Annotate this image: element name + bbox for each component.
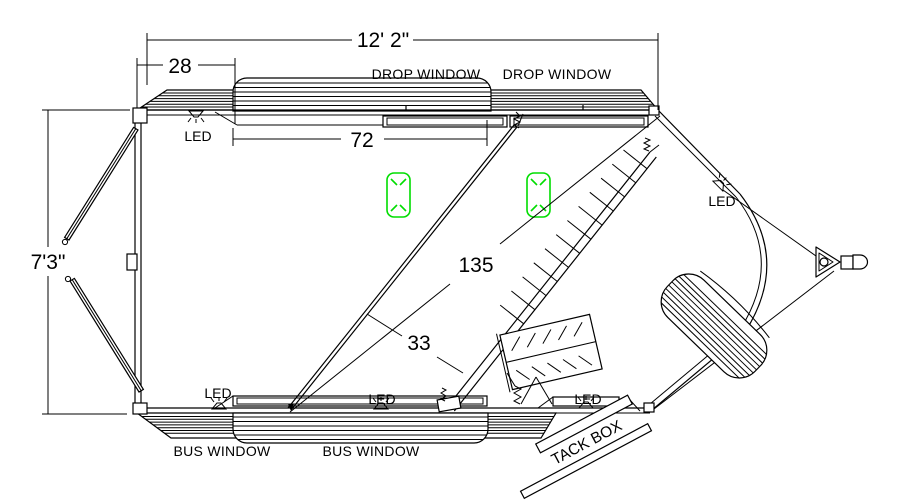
- led-label-top-left: LED: [184, 128, 211, 144]
- led-label-bottom-center: LED: [368, 391, 395, 407]
- dim-divider-spacing-text: 33: [407, 332, 430, 355]
- dim-overall-length: 12' 2": [146, 29, 659, 110]
- dim-rear-section: 28: [136, 55, 236, 124]
- bus-window-overlay: [232, 412, 489, 444]
- gooseneck-coupler: [815, 246, 869, 278]
- dim-overall-length-text: 12' 2": [357, 29, 409, 52]
- dim-divider-length-text: 135: [458, 254, 493, 277]
- divider-spacing-leader: [366, 313, 464, 374]
- bus-window-left-label: BUS WINDOW: [173, 443, 271, 459]
- drop-window-right-label: DROP WINDOW: [503, 66, 612, 82]
- rear-doors: [61, 126, 145, 393]
- drop-window-overlay: [232, 77, 492, 112]
- dim-window-width-text: 72: [350, 129, 373, 152]
- dim-window-width: 72: [232, 120, 488, 152]
- led-marker-top-left: [187, 110, 205, 124]
- led-label-bottom-right: LED: [574, 391, 601, 407]
- tack-box: TACK BOX: [519, 394, 653, 500]
- roof-vent-2: [526, 172, 551, 218]
- hatched-panel: [496, 313, 603, 405]
- ladder-divider: [436, 137, 660, 413]
- led-label-bottom-left: LED: [204, 385, 231, 401]
- divider-swing-line: [289, 115, 661, 413]
- roof-vent-1: [386, 172, 411, 218]
- dim-rear-height-text: 7'3": [31, 251, 66, 274]
- dim-rear-height: 7'3": [31, 109, 130, 415]
- dim-rear-section-text: 28: [168, 55, 191, 78]
- drop-window-inner-frames: [214, 111, 649, 128]
- stall-divider: [287, 111, 524, 411]
- spare-tire: [655, 270, 770, 384]
- led-label-nose: LED: [708, 193, 735, 209]
- bus-window-right-label: BUS WINDOW: [322, 443, 420, 459]
- trailer-outline: [126, 105, 835, 415]
- bus-window-inner-frames: [214, 395, 620, 409]
- drop-window-left-label: DROP WINDOW: [372, 66, 481, 82]
